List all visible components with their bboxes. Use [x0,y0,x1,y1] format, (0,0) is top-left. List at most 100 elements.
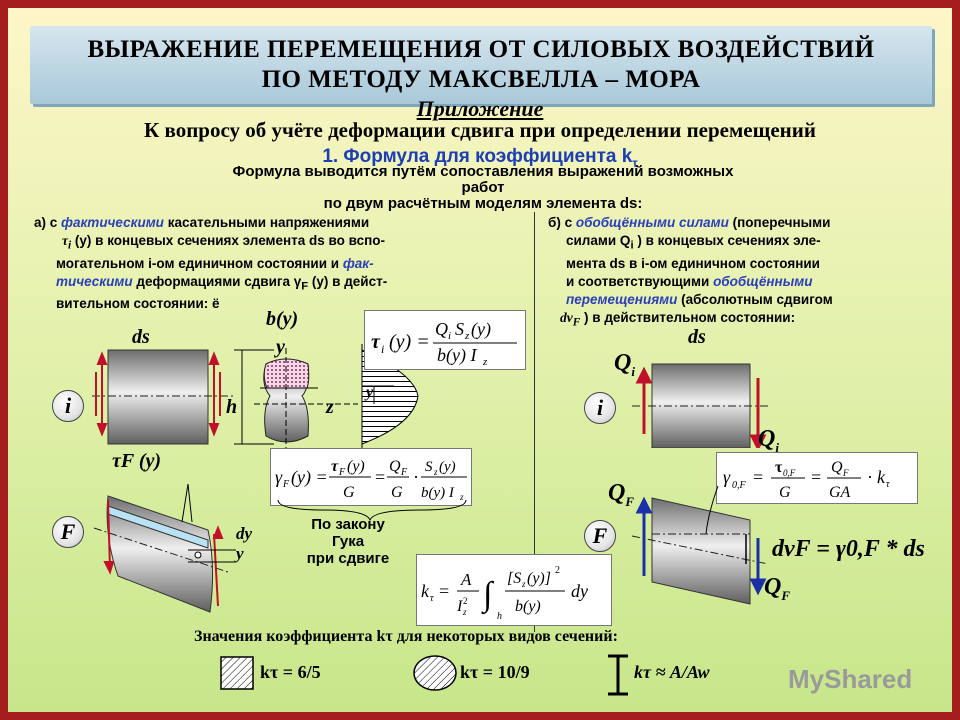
left-text-5: вительном состоянии: ё [56,296,220,312]
svg-text:b(y) I: b(y) I [421,485,455,501]
section-title-sub: τ [632,155,638,170]
y-label-3: y [236,544,244,563]
svg-text:I: I [456,598,463,615]
intro-text: Формула выводится путём сопоставления вы… [88,164,878,212]
heading: К вопросу об учёте деформации сдвига при… [144,118,816,142]
svg-text:(y)]: (y)] [527,570,551,587]
svg-text:S: S [425,459,433,475]
svg-text:=: = [811,467,821,487]
section-title: 1. Формула для коэффициента kτ [8,146,952,170]
svg-text:z: z [464,330,470,342]
element-F-diagram [93,483,236,613]
svg-text:τ: τ [331,458,339,475]
svg-text:z: z [462,607,467,617]
svg-text:G: G [391,484,403,501]
values-title: Значения коэффициента kτ для некоторых в… [194,628,618,645]
svg-text:(y): (y) [439,459,456,475]
right-description: б) с обобщёнными силами (поперечными сил… [548,214,928,331]
left-text-4c: F [301,280,309,293]
svg-text:·: · [867,467,873,487]
right-text-6b: F [572,316,581,329]
svg-text:z: z [433,467,438,477]
tauF-label: τF (y) [112,450,162,472]
svg-text:i: i [448,330,451,342]
right-text-5b: (абсолютным сдвигом [677,291,833,307]
svg-text:G: G [779,484,791,501]
hooke-note: По закону Гука при сдвиге [288,516,408,567]
ds-label-right: ds [688,326,706,348]
svg-text:F: F [400,467,408,478]
right-text-6c: ) в действительном состоянии: [580,309,796,325]
svg-text:=: = [375,467,385,487]
QF-top-sub: F [625,493,635,509]
right-text-5: перемещениями [566,291,678,307]
QF-bottom-sub: F [781,587,791,603]
left-description: а) с фактическими касательными напряжени… [34,214,504,313]
svg-text:F: F [338,467,346,478]
svg-text:z: z [521,579,526,589]
y-label-1: y [276,336,285,358]
svg-text:F: F [842,468,849,478]
intro-line-1: Формула выводится путём сопоставления вы… [232,163,734,180]
h-label: h [226,396,238,418]
right-text-1a: б) с [548,215,576,230]
gamma-arrows [103,499,224,607]
Qi-label-top: Qi [614,350,635,380]
left-text-1a: а) с [34,215,62,230]
right-text-2b: ) в концевых сечениях эле- [633,233,821,248]
right-text-1c: (поперечными [728,215,831,230]
svg-text:(y): (y) [347,458,365,475]
svg-text:(y): (y) [471,319,491,340]
left-text-1b: фактическими [61,215,164,230]
left-text-3b: фак- [342,255,374,271]
element-F-right-diagram [631,485,769,605]
title-line-2: ПО МЕТОДУ МАКСВЕЛЛА – МОРА [261,66,701,93]
section-title-text: 1. Формула для коэффициента k [322,146,633,167]
state-i-badge-left: i [52,390,84,422]
right-text-3: мента ds в i-ом единичном состоянии [566,255,820,271]
svg-text:τ: τ [775,459,783,476]
left-text-2a: τ [62,233,68,248]
svg-text:τ: τ [371,331,381,353]
svg-text:F: F [282,479,290,490]
svg-text:τ: τ [886,479,890,490]
svg-text:GA: GA [829,484,851,501]
svg-text:dy: dy [571,581,588,601]
title-banner: ВЫРАЖЕНИЕ ПЕРЕМЕЩЕНИЯ ОТ СИЛОВЫХ ВОЗДЕЙС… [30,26,932,104]
deformed-block [106,495,214,613]
formula-gamma0: γ 0,F = τ 0,F G = Q F GA · k τ [716,452,918,504]
Qi-bottom-text: Q [758,426,776,452]
hooke-line-2: Гука [331,533,365,550]
Qi-label-bottom: Qi [758,426,779,456]
svg-text:=: = [439,581,449,601]
Qi-top-sub: i [631,363,635,379]
left-text-4d: (y) в дейст- [308,273,388,289]
svg-text:A: A [460,570,472,589]
right-text-1b: обобщёнными силами [575,215,729,230]
svg-text:k: k [421,581,430,601]
by-label: b(y) [266,308,299,330]
right-text-4b: обобщёнными [713,273,813,289]
right-text-6a: dv [560,309,573,325]
QF-label-top: QF [608,480,634,510]
rect-section-icon [220,656,254,690]
hooke-line-3: при сдвиге [306,550,390,567]
title-line-1: ВЫРАЖЕНИЕ ПЕРЕМЕЩЕНИЯ ОТ СИЛОВЫХ ВОЗДЕЙС… [87,36,875,63]
dv-formula: dvF = γ0,F * ds [772,536,925,562]
z-label: z [326,396,334,418]
svg-text:b(y) I: b(y) I [437,345,477,366]
left-text-1c: касательными напряжениями [163,215,370,230]
QF-label-bottom: QF [764,574,790,604]
formula-gamma-F: γ F (y) = τ F (y) G = Q F G · S z (y) b(… [270,448,472,506]
svg-text:Q: Q [831,459,843,476]
svg-text:(y) =: (y) = [291,467,328,488]
svg-text:=: = [753,467,763,487]
QF-top-text: Q [608,480,626,506]
dy-label: dy [236,524,253,543]
svg-text:k: k [877,467,886,487]
right-text-2: силами Q [566,233,631,248]
element-i-right-diagram [632,363,768,448]
stress-arrows-right [208,351,221,437]
svg-text:b(y): b(y) [515,598,541,615]
